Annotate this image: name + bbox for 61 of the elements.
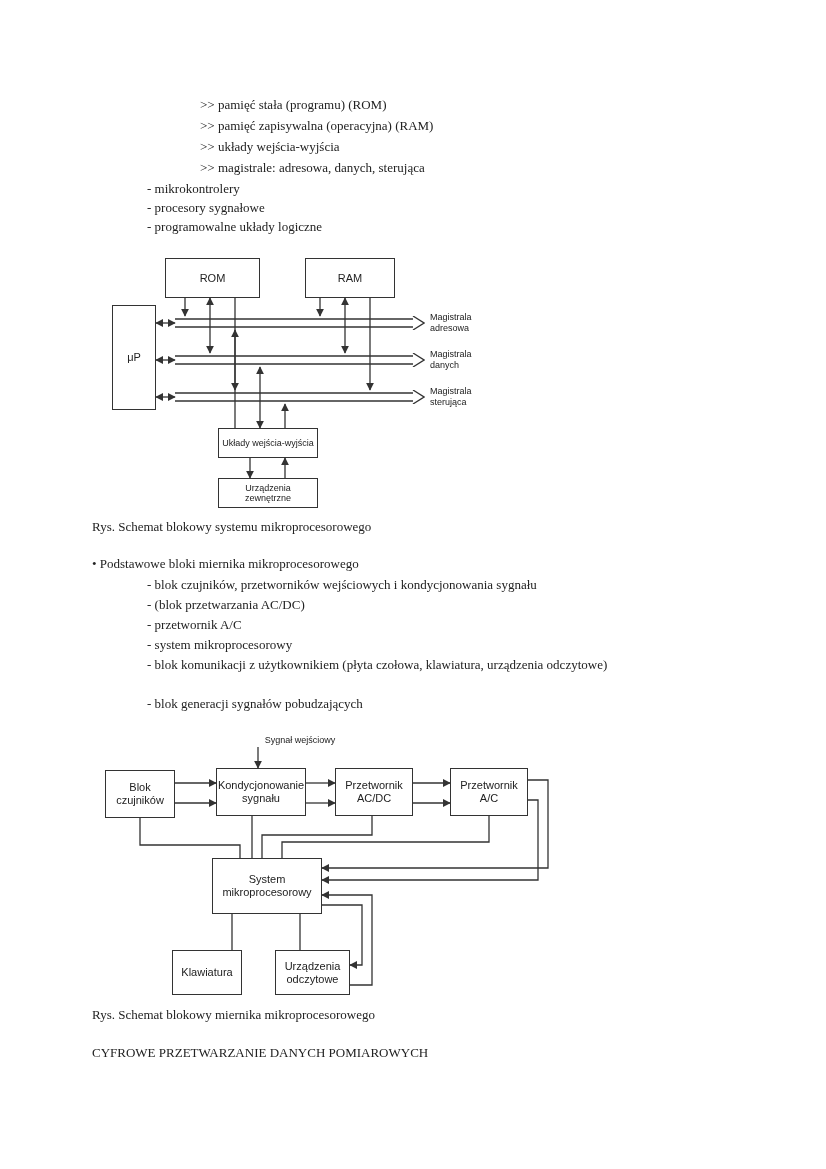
block-box: Blok czujników <box>105 770 175 818</box>
connector-arrow <box>366 297 374 391</box>
block-box: Przetwornik AC/DC <box>335 768 413 816</box>
text-line: >> pamięć stała (programu) (ROM) <box>200 96 388 114</box>
block-box: Urządzenia zewnętrzne <box>218 478 318 508</box>
block-box: Przetwornik A/C <box>450 768 528 816</box>
connector-arrow <box>174 799 217 807</box>
connector-arrow <box>412 799 451 807</box>
bus-label: Magistrala sterująca <box>430 386 473 408</box>
text-line: - blok generacji sygnałów pobudzających <box>147 695 364 713</box>
text-line: - procesory sygnałowe <box>147 199 266 217</box>
text-line: - programowalne układy logiczne <box>147 218 324 236</box>
text-line: - (blok przetwarzania AC/DC) <box>147 596 306 614</box>
connector-arrow <box>321 779 549 872</box>
bus-line <box>175 353 425 367</box>
connector-arrow <box>246 457 254 479</box>
connector-arrow <box>305 779 336 787</box>
block-box: ROM <box>165 258 260 298</box>
text-line: >> układy wejścia-wyjścia <box>200 138 341 156</box>
connector-arrow <box>316 297 324 317</box>
text-line: >> magistrale: adresowa, danych, sterująca <box>200 159 426 177</box>
text-line: CYFROWE PRZETWARZANIE DANYCH POMIAROWYCH <box>92 1044 430 1062</box>
bus-label: Magistrala adresowa <box>430 312 473 334</box>
connector-arrow <box>155 319 176 327</box>
connector-arrow <box>305 799 336 807</box>
connector-arrow <box>256 366 264 429</box>
block-box: Kondycjonowanie sygnału <box>216 768 306 816</box>
connector-arrow <box>281 403 289 429</box>
connector-arrow <box>206 297 214 354</box>
text-line: Rys. Schemat blokowy miernika mikroprocesorowego <box>92 1006 376 1024</box>
text-line: - przetwornik A/C <box>147 616 243 634</box>
connector-arrow <box>155 356 176 364</box>
bus-line <box>175 316 425 330</box>
text-line: >> pamięć zapisywalna (operacyjna) (RAM) <box>200 117 435 135</box>
text-line: - blok komunikacji z użytkownikiem (płyta czołowa, klawiatura, urządzenia odczytowe) <box>146 656 609 674</box>
connector-arrow <box>412 779 451 787</box>
block-box: System mikroprocesorowy <box>212 858 322 914</box>
connector-arrow <box>254 746 262 769</box>
connector-arrow <box>231 297 239 391</box>
connector-arrow <box>321 891 373 986</box>
bus-line <box>175 390 425 404</box>
connector-arrow <box>155 393 176 401</box>
block-box: Klawiatura <box>172 950 242 995</box>
block-box: Układy wejścia-wyjścia <box>218 428 318 458</box>
bus-label: Magistrala danych <box>430 349 473 371</box>
text-line: - system mikroprocesorowy <box>147 636 294 654</box>
connector-arrow <box>281 457 289 479</box>
text-line: • Podstawowe bloki miernika mikroprocesorowego <box>92 555 360 573</box>
connector-arrow <box>231 329 239 429</box>
text-line: - mikrokontrolery <box>147 180 241 198</box>
connector-arrow <box>174 779 217 787</box>
connector-arrow <box>321 904 363 969</box>
text-line: Rys. Schemat blokowy systemu mikroprocesorowego <box>92 518 373 536</box>
block-box: RAM <box>305 258 395 298</box>
connector-arrow <box>321 799 539 884</box>
block-box: Urządzenia odczytowe <box>275 950 350 995</box>
signal-label: Sygnał wejściowy <box>245 733 355 747</box>
connector-arrow <box>341 297 349 354</box>
block-box: μP <box>112 305 156 410</box>
text-line: - blok czujników, przetworników wejściowych i kondycjonowania sygnału <box>147 576 538 594</box>
connector-arrow <box>181 297 189 317</box>
